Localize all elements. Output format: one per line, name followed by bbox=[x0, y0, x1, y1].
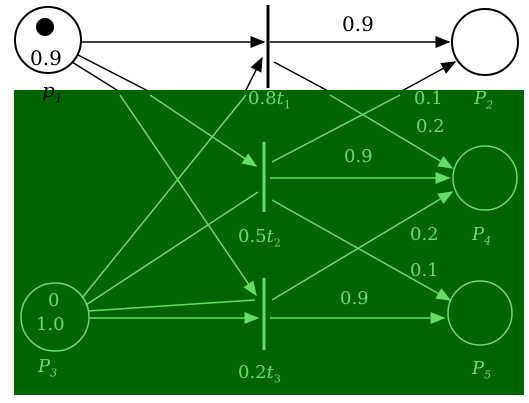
p5-label-sub: 5 bbox=[484, 368, 492, 382]
place-top-right bbox=[451, 8, 519, 76]
p1-label-sub: 1 bbox=[54, 91, 63, 105]
arc-weight-0-2-top: 0.2 bbox=[416, 116, 445, 137]
p1-label-main: p bbox=[42, 78, 55, 102]
t2-label-sub: 2 bbox=[273, 236, 281, 250]
arc-t1-down bbox=[273, 61, 331, 93]
p3-token-bottom: 1.0 bbox=[36, 314, 65, 335]
token-p1 bbox=[36, 18, 54, 36]
place-p4 bbox=[452, 145, 518, 211]
p2-label-sub: 2 bbox=[486, 98, 494, 112]
p2-label-main: P bbox=[474, 88, 487, 109]
arc-p1-down-1 bbox=[77, 54, 151, 93]
t3-label-main: t bbox=[266, 362, 274, 383]
t2-label-main: t bbox=[266, 226, 274, 247]
p4-label-sub: 4 bbox=[484, 234, 492, 248]
p3-label: P3 bbox=[38, 358, 57, 379]
t2-label-prefix: 0.5 bbox=[238, 226, 267, 247]
p5-label-main: P bbox=[472, 358, 485, 379]
t3-label-sub: 3 bbox=[273, 372, 281, 386]
t1-label-sub: 1 bbox=[283, 98, 291, 112]
arc-weight-0-2-mid: 0.2 bbox=[410, 224, 439, 245]
arc-weight-to-p2: 0.1 bbox=[414, 88, 443, 109]
t2-weight-label: 0.9 bbox=[344, 146, 373, 167]
p3-label-main: P bbox=[38, 356, 51, 377]
t2-label: 0.5t2 bbox=[238, 228, 281, 249]
arc-up-to-t1 bbox=[244, 56, 263, 93]
t3-label: 0.2t3 bbox=[238, 364, 281, 385]
t1-label-prefix: 0.8 bbox=[248, 88, 277, 109]
arc-up-to-p2 bbox=[399, 61, 457, 93]
p3-token-top: 0 bbox=[48, 290, 60, 311]
t3-weight-label: 0.9 bbox=[340, 288, 369, 309]
p2-label: P2 bbox=[474, 90, 493, 111]
p1-token-value: 0.9 bbox=[30, 46, 62, 70]
p4-label: P4 bbox=[472, 226, 491, 247]
arc-p1-down-2 bbox=[71, 61, 121, 93]
green-panel bbox=[14, 90, 524, 395]
p3-label-sub: 3 bbox=[50, 366, 58, 380]
t3-label-prefix: 0.2 bbox=[238, 362, 267, 383]
p4-label-main: P bbox=[472, 224, 485, 245]
arc-weight-0-1: 0.1 bbox=[410, 260, 439, 281]
t1-weight-label: 0.9 bbox=[342, 12, 374, 36]
p5-label: P5 bbox=[472, 360, 491, 381]
panel-arcs bbox=[20, 94, 518, 352]
place-p3 bbox=[20, 282, 90, 352]
t1-label-main: t bbox=[276, 88, 284, 109]
t1-label: 0.8t1 bbox=[248, 90, 291, 111]
p1-label: p1 bbox=[42, 80, 62, 104]
place-p1 bbox=[14, 6, 82, 74]
place-p5 bbox=[447, 280, 513, 346]
